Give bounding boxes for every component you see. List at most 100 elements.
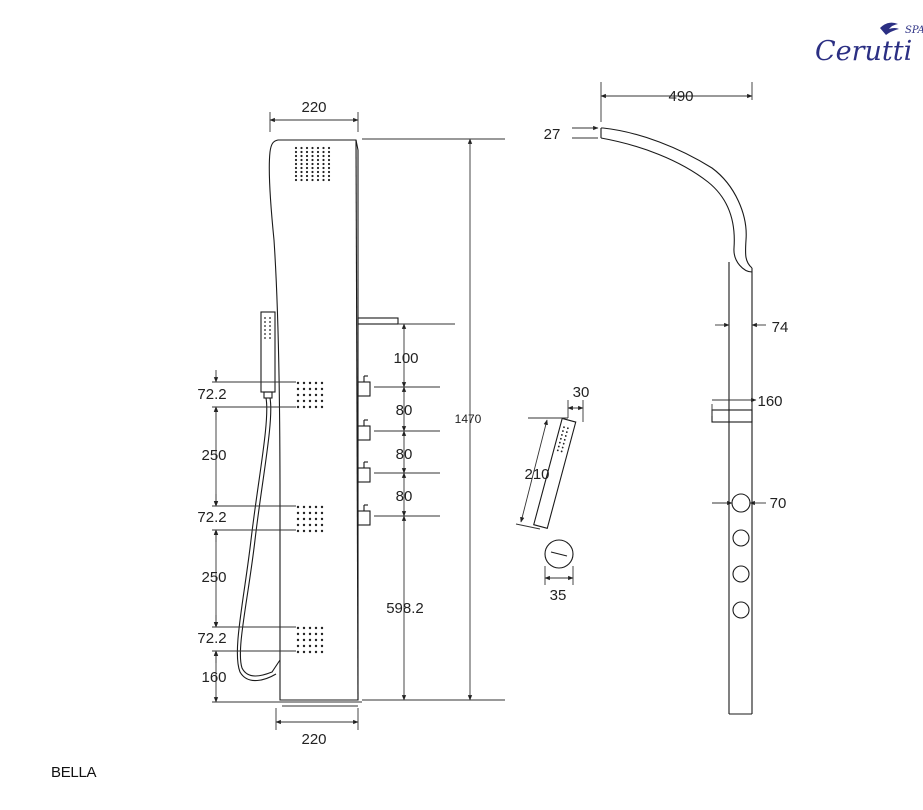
nozzle-dot (316, 170, 320, 174)
nozzle-dot (558, 441, 561, 444)
nozzle-dot (294, 154, 298, 158)
nozzle-dot (296, 644, 300, 648)
nozzle-dot (559, 437, 562, 440)
nozzle-dot (302, 511, 306, 515)
hand-shower-front (236, 311, 281, 682)
nozzle-dot (294, 146, 298, 150)
nozzle-dot (327, 178, 331, 182)
nozzle-dot (311, 154, 314, 158)
front-view (212, 139, 399, 707)
nozzle-dot (327, 170, 331, 174)
nozzle-dot (311, 158, 314, 162)
nozzle-dot (320, 517, 324, 521)
dim-front-bottom-width: 220 (275, 708, 359, 748)
brand-name: Cerutti (815, 36, 912, 67)
nozzle-dot (302, 644, 306, 648)
svg-text:250: 250 (201, 569, 226, 586)
nozzle-dot (302, 393, 306, 397)
valve-knob-4 (357, 504, 371, 526)
side-knob-1 (731, 493, 751, 513)
nozzle-dot (302, 517, 306, 521)
body-jet-1 (296, 381, 324, 409)
nozzle-dot (269, 329, 271, 331)
front-panel-outline (268, 139, 359, 701)
nozzle-dot (320, 505, 324, 509)
nozzle-dot (311, 174, 314, 178)
nozzle-dot (308, 387, 312, 391)
nozzle-dot (296, 632, 300, 636)
nozzle-dot (308, 638, 312, 642)
side-view (600, 127, 753, 715)
svg-text:80: 80 (396, 488, 413, 505)
nozzle-dot (302, 387, 306, 391)
bird-icon (880, 22, 899, 35)
svg-text:1470: 1470 (455, 412, 482, 426)
nozzle-dot (305, 162, 309, 166)
nozzle-dot (314, 405, 318, 409)
nozzle-dot (294, 162, 298, 166)
nozzle-dot (305, 178, 309, 182)
nozzle-dot (308, 517, 312, 521)
nozzle-dot (311, 166, 314, 170)
nozzle-dot (314, 626, 318, 630)
nozzle-dot (264, 321, 266, 323)
nozzle-dot (305, 146, 309, 150)
dim-front-top-width: 220 (269, 99, 359, 132)
body-jet-2 (296, 505, 324, 533)
nozzle-dot (316, 150, 320, 154)
svg-text:80: 80 (396, 402, 413, 419)
nozzle-dot (316, 174, 320, 178)
nozzle-dot (311, 162, 314, 166)
dim-side: 490 27 74 160 70 (544, 82, 788, 512)
nozzle-dot (311, 178, 314, 182)
nozzle-dot (308, 523, 312, 527)
nozzle-dot (556, 449, 559, 452)
nozzle-dot (320, 638, 324, 642)
dim-left-chain: 72.2 250 72.2 250 72.2 160 (197, 370, 296, 703)
nozzle-dot (294, 170, 298, 174)
holder-bracket (711, 409, 753, 423)
nozzle-dot (314, 505, 318, 509)
valve-knob-1 (357, 375, 371, 397)
nozzle-dot (561, 434, 563, 436)
nozzle-dot (300, 166, 303, 170)
svg-text:72.2: 72.2 (197, 630, 226, 647)
nozzle-dot (296, 523, 300, 527)
nozzle-dot (561, 446, 564, 449)
nozzle-dot (320, 626, 324, 630)
nozzle-dot (564, 435, 567, 437)
nozzle-dot (302, 505, 306, 509)
nozzle-dot (316, 146, 320, 150)
nozzle-dot (296, 387, 300, 391)
valve-knob-2 (357, 419, 371, 441)
nozzle-dot (296, 626, 300, 630)
valve-knob-3 (357, 461, 371, 483)
nozzle-dot (316, 162, 320, 166)
nozzle-dot (322, 166, 325, 170)
nozzle-dot (320, 399, 324, 403)
svg-text:160: 160 (201, 669, 226, 686)
nozzle-dot (314, 387, 318, 391)
nozzle-dot (302, 399, 306, 403)
nozzle-dot (314, 517, 318, 521)
nozzle-dot (296, 650, 300, 654)
nozzle-dot (296, 381, 300, 385)
nozzle-dot (327, 150, 331, 154)
nozzle-dot (322, 178, 325, 182)
svg-text:72.2: 72.2 (197, 386, 226, 403)
nozzle-dot (305, 170, 309, 174)
nozzle-dot (327, 166, 331, 170)
nozzle-dot (302, 405, 306, 409)
nozzle-dot (264, 329, 266, 331)
nozzle-dot (311, 170, 314, 174)
nozzle-dot (300, 146, 303, 150)
nozzle-dot (300, 150, 303, 154)
nozzle-dot (296, 511, 300, 515)
rain-shower-nozzles (294, 146, 331, 182)
nozzle-dot (302, 626, 306, 630)
nozzle-dot (320, 393, 324, 397)
nozzle-dot (322, 174, 325, 178)
nozzle-dot (305, 150, 309, 154)
nozzle-dot (322, 150, 325, 154)
side-knob-3 (732, 565, 750, 583)
